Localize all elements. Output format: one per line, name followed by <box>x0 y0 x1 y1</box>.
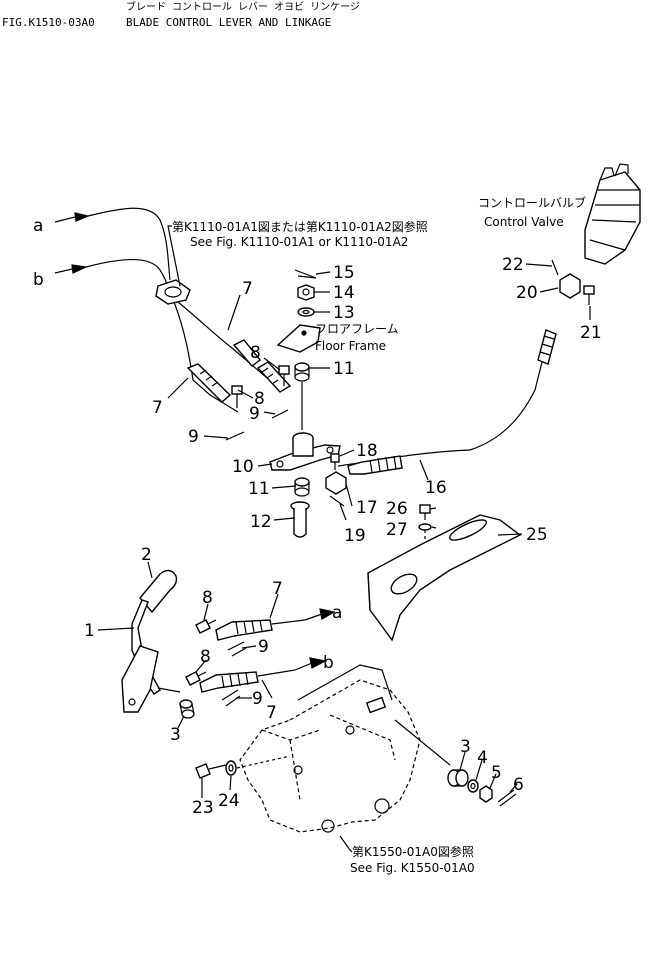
cable-label-a-upper: a <box>33 216 43 236</box>
cable-entry-b: b <box>33 258 169 290</box>
callout-5: 5 <box>491 763 502 783</box>
callout-9-upper-left: 9 <box>188 427 199 447</box>
callout-1: 1 <box>84 621 95 641</box>
cable-16 <box>337 329 557 475</box>
pin-6 <box>497 789 517 807</box>
callout-27: 27 <box>386 520 408 540</box>
lever-1 <box>121 599 181 713</box>
callout-18: 18 <box>356 441 378 461</box>
callout-7-upper-left: 7 <box>152 398 163 418</box>
bolt-8-lower-b <box>185 671 207 686</box>
callout-26: 26 <box>386 499 408 519</box>
lever-bracket-10 <box>269 432 341 471</box>
callout-9-lower-a: 9 <box>258 637 269 657</box>
clevis-17 <box>325 471 347 495</box>
washer-4 <box>467 779 479 793</box>
lower-cable-a: a <box>215 603 342 641</box>
callout-16: 16 <box>425 478 447 498</box>
control-valve-jp: コントロールバルブ <box>478 195 586 210</box>
pin-9-upper-a <box>271 409 289 419</box>
washer-24 <box>225 760 237 776</box>
bolt-21 <box>583 285 595 305</box>
callout-19: 19 <box>344 526 366 546</box>
callout-17: 17 <box>356 498 378 518</box>
lower-frame-solid <box>293 664 451 833</box>
callout-7-lower-b: 7 <box>266 703 277 723</box>
nut-5 <box>479 785 493 803</box>
floor-frame-jp: フロアフレーム <box>315 322 399 336</box>
knob-2 <box>139 569 178 614</box>
callout-3-left: 3 <box>170 725 181 745</box>
pin-22 <box>551 259 559 276</box>
callout-9-upper-right: 9 <box>249 404 260 424</box>
cable-label-b-lower: b <box>323 653 334 673</box>
callouts: 15 14 13 11 7 8 8 9 7 9 10 11 12 18 17 1… <box>84 255 602 818</box>
ref2-en: See Fig. K1550-01A0 <box>350 861 475 875</box>
callout-7-upper-right: 7 <box>242 279 253 299</box>
callout-8-lower-a: 8 <box>202 588 213 608</box>
part-14-nut <box>297 284 315 301</box>
lower-frame <box>239 679 421 833</box>
callout-6: 6 <box>513 775 524 795</box>
washer-27 <box>418 523 432 531</box>
callout-10: 10 <box>232 457 254 477</box>
ref1-en: See Fig. K1110-01A1 or K1110-01A2 <box>190 235 408 249</box>
callout-2: 2 <box>141 545 152 565</box>
callout-11-upper: 11 <box>333 359 355 379</box>
leader-lines <box>97 263 591 798</box>
clevis-20 <box>559 273 581 299</box>
bolt-18 <box>330 453 340 470</box>
figure-title: BLADE CONTROL LEVER AND LINKAGE <box>126 16 331 29</box>
control-valve: コントロールバルブ Control Valve <box>478 163 641 265</box>
figure-number: FIG.K1510-03A0 <box>2 16 95 29</box>
callout-12: 12 <box>250 512 272 532</box>
callout-13: 13 <box>333 303 355 323</box>
part-15-pin <box>294 269 317 279</box>
callout-8-upper-left: 8 <box>254 389 265 409</box>
callout-20: 20 <box>516 283 538 303</box>
callout-3-right: 3 <box>460 737 471 757</box>
callout-14: 14 <box>333 283 355 303</box>
callout-9-lower-b: 9 <box>252 689 263 709</box>
cable-grommet <box>155 279 191 305</box>
cable-label-a-lower: a <box>332 603 342 623</box>
pin-12 <box>290 501 310 538</box>
floor-frame: フロアフレーム Floor Frame <box>276 322 399 353</box>
callout-24: 24 <box>218 791 240 811</box>
part-13-washer <box>297 307 315 317</box>
upper-cables <box>173 301 292 413</box>
callout-21: 21 <box>580 323 602 343</box>
cable-entry-a: a <box>33 207 171 281</box>
pin-19 <box>329 495 345 507</box>
bushing-3-right <box>447 769 469 787</box>
callout-11-lower: 11 <box>248 479 270 499</box>
bushing-3-left <box>179 699 195 719</box>
jp-title: ブレード コントロール レバー オヨビ リンケージ <box>126 0 360 13</box>
ref2-jp: 第K1550-01A0図参照 <box>352 844 474 859</box>
pin-9-lower-a <box>227 641 247 657</box>
pin-9-upper-b <box>225 431 245 441</box>
control-valve-en: Control Valve <box>484 215 564 229</box>
floor-frame-en: Floor Frame <box>315 339 386 353</box>
bolt-8-lower-a <box>195 619 217 634</box>
callout-4: 4 <box>477 748 488 768</box>
callout-23: 23 <box>192 798 214 818</box>
ref1-jp: 第K1110-01A1図または第K1110-01A2図参照 <box>172 219 428 234</box>
bolt-23 <box>195 763 231 779</box>
callout-8-upper-right: 8 <box>250 343 261 363</box>
callout-8-lower-b: 8 <box>200 647 211 667</box>
callout-25: 25 <box>526 525 548 545</box>
lower-cable-b: b <box>199 653 334 693</box>
bolt-8-upper-left <box>231 385 243 408</box>
bracket-25 <box>367 514 522 642</box>
callout-7-lower-a: 7 <box>272 579 283 599</box>
bushing-11-upper <box>294 362 310 382</box>
cable-label-b-upper: b <box>33 270 44 290</box>
callout-22: 22 <box>502 255 524 275</box>
bushing-11-lower <box>294 477 310 497</box>
bolt-26 <box>419 504 431 520</box>
callout-15: 15 <box>333 263 355 283</box>
